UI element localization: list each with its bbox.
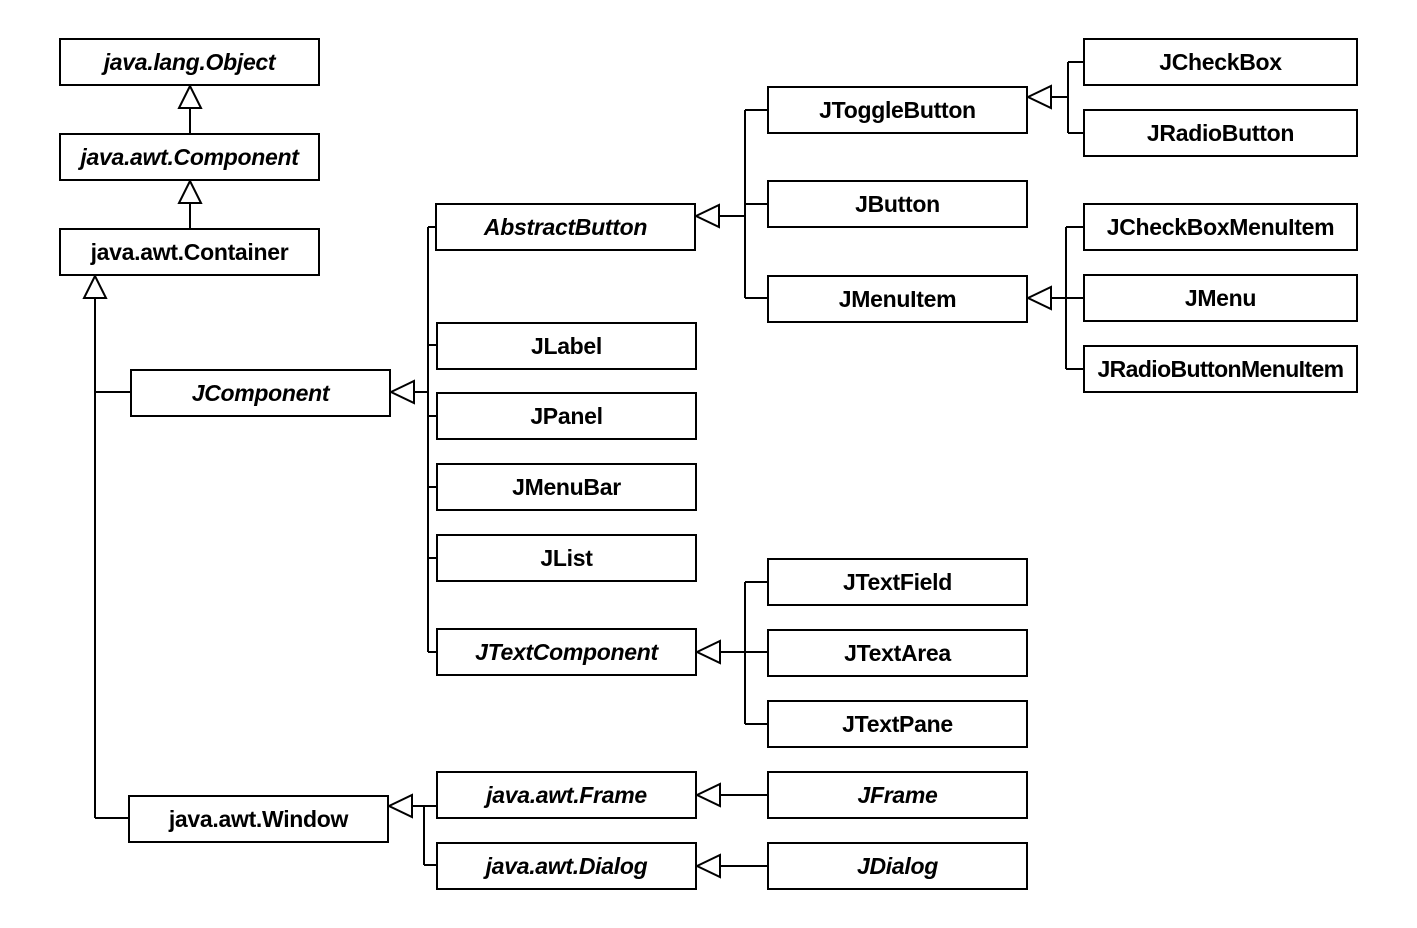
arrow-window: [386, 793, 413, 819]
class-java-lang-object: java.lang.Object: [59, 38, 320, 86]
class-java-awt-container: java.awt.Container: [59, 228, 320, 276]
arrow-container: [82, 273, 108, 299]
arrow-abstractbutton: [693, 203, 720, 229]
arrow-dialog: [694, 853, 721, 879]
class-jbutton: JButton: [767, 180, 1028, 228]
class-jtextarea: JTextArea: [767, 629, 1028, 677]
class-java-awt-window: java.awt.Window: [128, 795, 389, 843]
class-jmenubar: JMenuBar: [436, 463, 697, 511]
class-jlabel: JLabel: [436, 322, 697, 370]
arrow-jtogglebutton: [1025, 84, 1052, 110]
class-jmenuitem: JMenuItem: [767, 275, 1028, 323]
class-jtextfield: JTextField: [767, 558, 1028, 606]
arrow-frame: [694, 782, 721, 808]
class-jtextpane: JTextPane: [767, 700, 1028, 748]
class-jtextcomponent: JTextComponent: [436, 628, 697, 676]
arrow-jmenuitem: [1025, 285, 1052, 311]
class-jradiobutton: JRadioButton: [1083, 109, 1358, 157]
class-abstractbutton: AbstractButton: [435, 203, 696, 251]
class-jcheckbox: JCheckBox: [1083, 38, 1358, 86]
class-jradiobuttonmenuitem: JRadioButtonMenuItem: [1083, 345, 1358, 393]
class-jcheckboxmenuitem: JCheckBoxMenuItem: [1083, 203, 1358, 251]
class-jlist: JList: [436, 534, 697, 582]
class-java-awt-component: java.awt.Component: [59, 133, 320, 181]
class-jpanel: JPanel: [436, 392, 697, 440]
arrow-jcomponent: [388, 379, 415, 405]
class-jcomponent: JComponent: [130, 369, 391, 417]
class-jframe: JFrame: [767, 771, 1028, 819]
class-jmenu: JMenu: [1083, 274, 1358, 322]
class-jdialog: JDialog: [767, 842, 1028, 890]
arrow-object: [177, 83, 203, 109]
arrow-jtextcomponent: [694, 639, 721, 665]
class-java-awt-dialog: java.awt.Dialog: [436, 842, 697, 890]
class-jtogglebutton: JToggleButton: [767, 86, 1028, 134]
arrow-component: [177, 178, 203, 204]
class-java-awt-frame: java.awt.Frame: [436, 771, 697, 819]
